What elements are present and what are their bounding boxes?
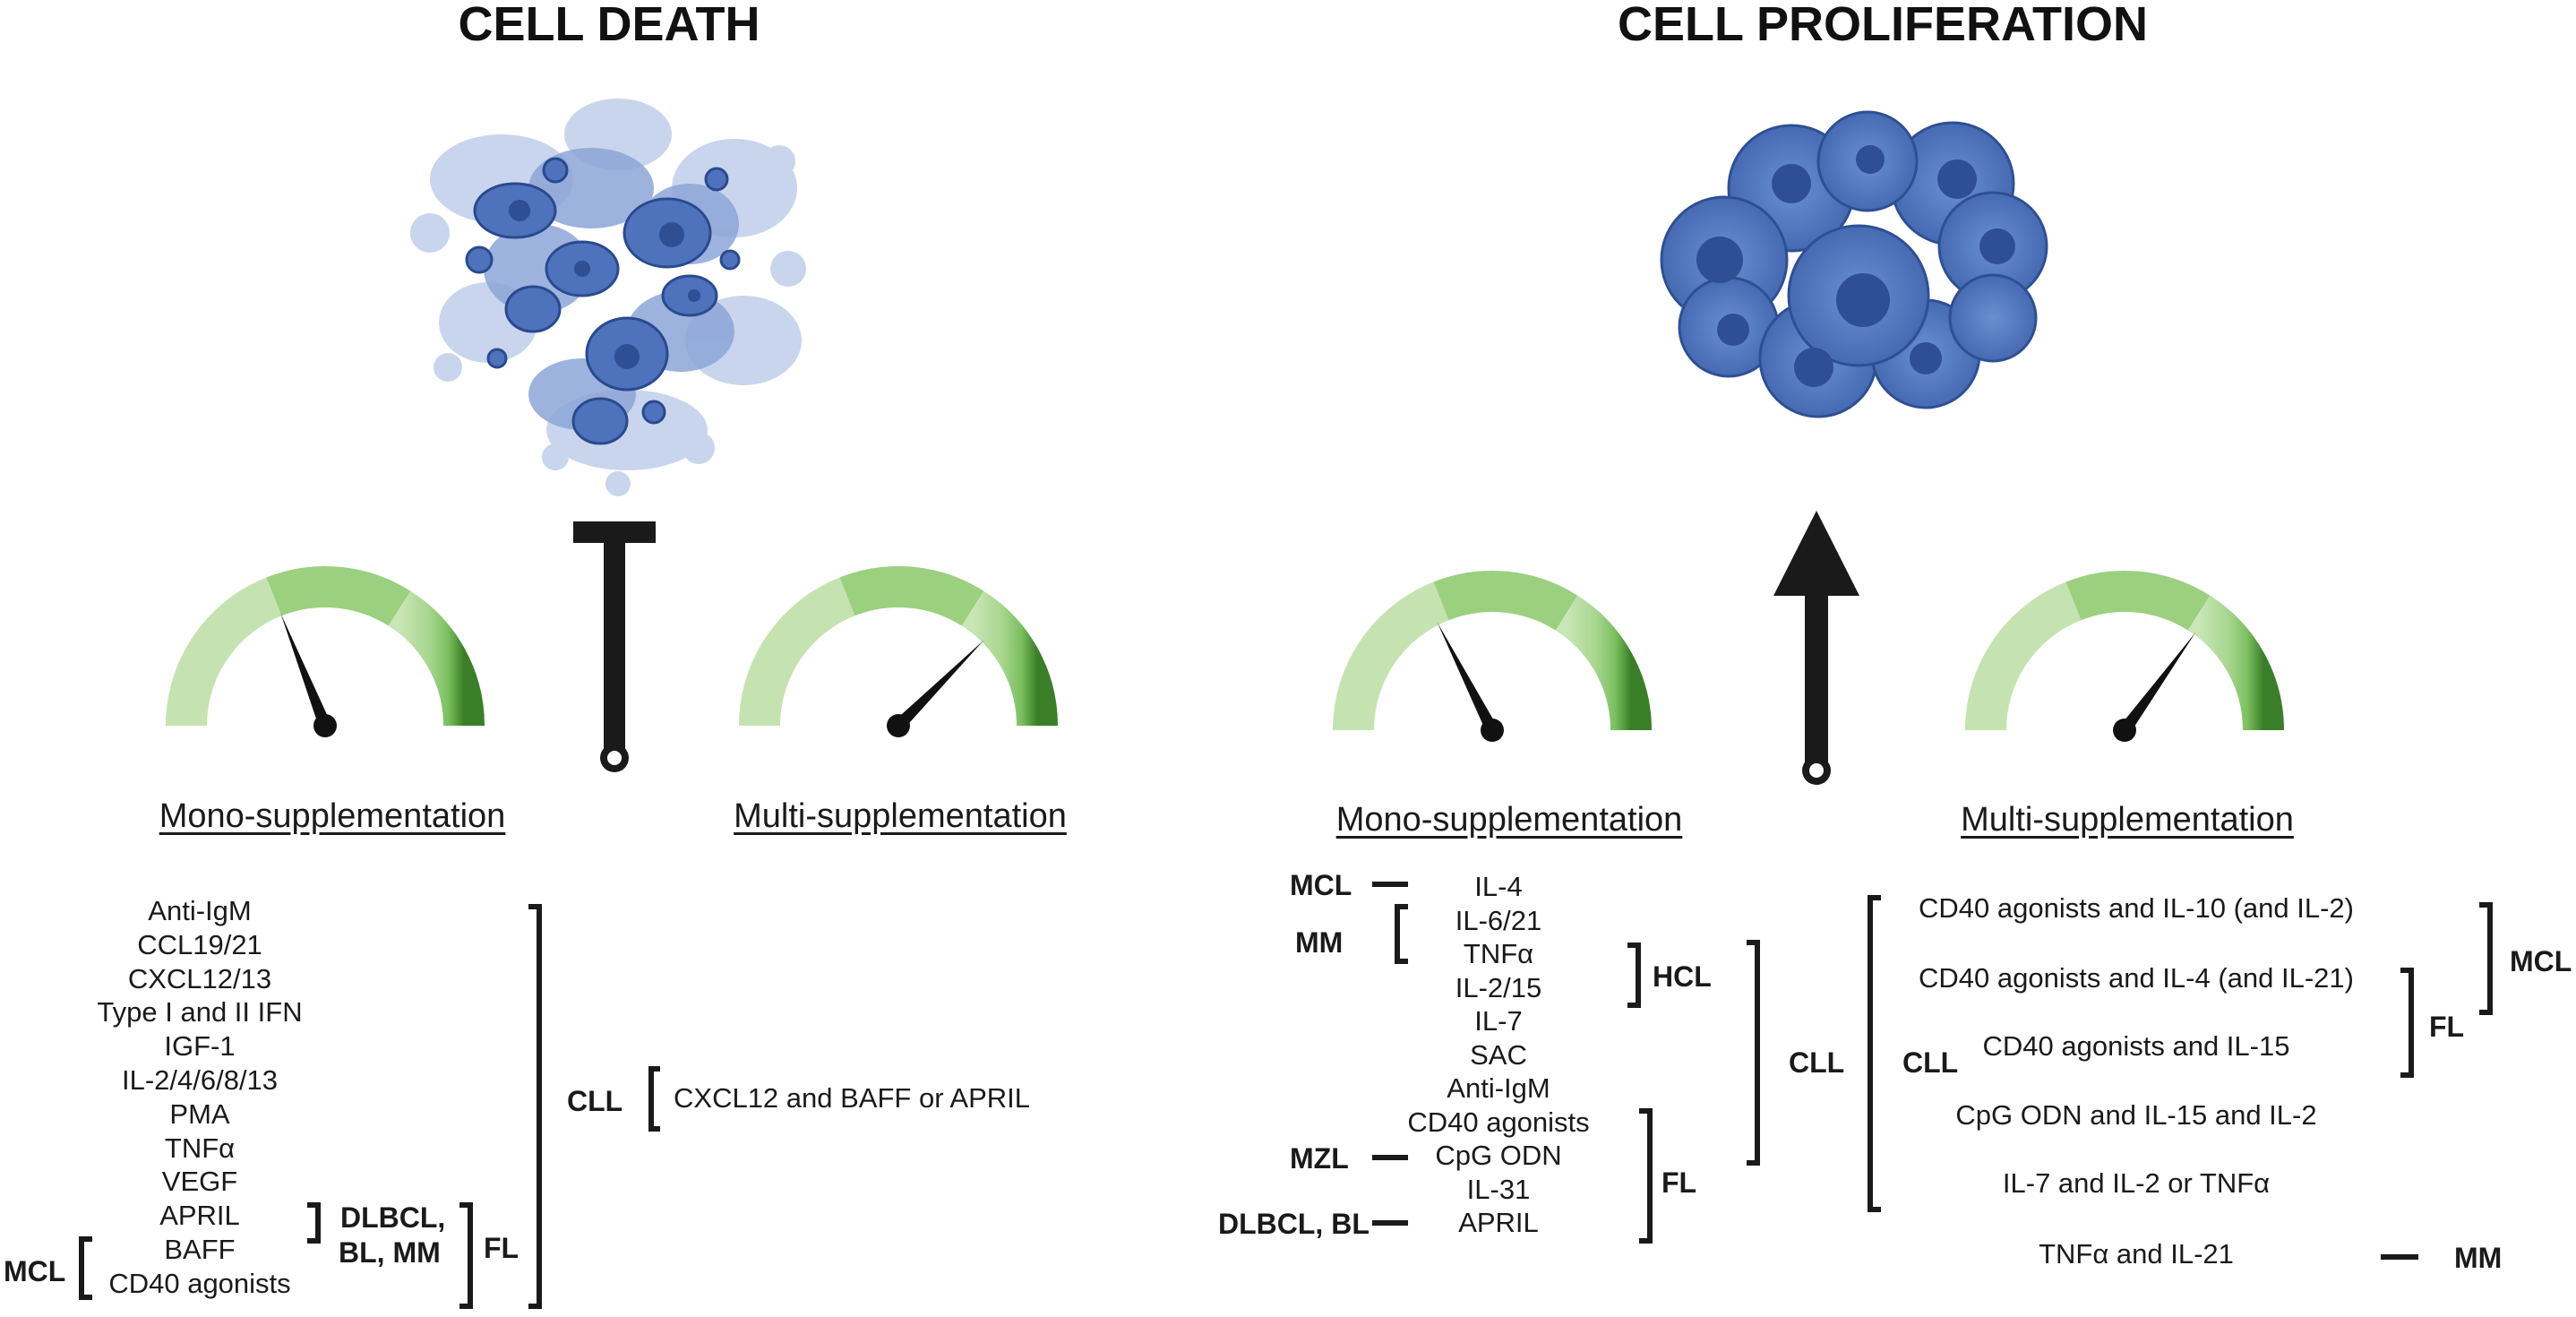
death-mono-item: Anti-IgM — [148, 895, 252, 926]
gauge-segment — [1333, 581, 1449, 731]
gauge-hub — [2113, 719, 2136, 742]
death-mono-item: PMA — [169, 1098, 230, 1130]
bracket-death-cll — [528, 904, 542, 1309]
prolif-multi-item: CD40 agonists and IL-4 (and IL-21) — [1919, 962, 2354, 994]
gauge-needle — [894, 640, 984, 730]
prolif-mono-item: IL-2/15 — [1455, 971, 1542, 1003]
death-mono-item: BAFF — [164, 1234, 236, 1265]
bracket-prolif-multi-cll — [1868, 895, 1881, 1212]
bracket-death-multi-cll — [648, 1066, 660, 1132]
prolif-multi-item: IL-7 and IL-2 or TNFα — [2002, 1167, 2271, 1199]
gauge-needle — [280, 613, 331, 728]
inhibition-bar-icon — [573, 521, 656, 772]
prolif-mono-item: IL-31 — [1466, 1173, 1531, 1205]
prolif-multi-item: CD40 agonists and IL-10 (and IL-2) — [1919, 892, 2354, 924]
label-prolif-cll: CLL — [1789, 1046, 1845, 1079]
death-mono-item: CD40 agonists — [108, 1267, 291, 1299]
heading-death-mono: Mono-supplementation — [159, 797, 506, 835]
gauge-needle — [1437, 622, 1498, 734]
gauge-hub — [887, 714, 910, 737]
gauge-segment — [266, 566, 411, 626]
gauge-segment — [961, 590, 1058, 727]
gauge-hub — [313, 714, 337, 737]
prolif-multi-item: TNFα and IL-21 — [2039, 1238, 2234, 1270]
death-mono-item: CXCL12/13 — [127, 962, 272, 994]
label-prolif-multi-cll: CLL — [1902, 1046, 1959, 1079]
heading-death-multi: Multi-supplementation — [734, 797, 1067, 835]
gauge-segment — [839, 566, 984, 626]
death-mono-item: IGF-1 — [164, 1030, 236, 1063]
death-mono-item: VEGF — [161, 1166, 238, 1198]
prolif-mono-item: IL-7 — [1474, 1005, 1523, 1037]
gauge-segment — [739, 577, 855, 727]
prolif-mono-item: Anti-IgM — [1447, 1072, 1550, 1104]
bracket-death-dlbcl — [307, 1202, 321, 1244]
bracket-prolif-multi-mcl — [2479, 902, 2493, 1015]
label-death-dlbcl-2: BL, MM — [339, 1236, 441, 1269]
label-death-cll: CLL — [567, 1085, 623, 1117]
death-mono-item: APRIL — [159, 1200, 240, 1232]
gauge-hub — [1481, 719, 1504, 742]
dying-cells-icon — [410, 99, 806, 496]
label-prolif-mzl: MZL — [1290, 1142, 1349, 1175]
proliferating-cells-icon — [1660, 110, 2048, 418]
title-cell-death: CELL DEATH — [458, 0, 760, 51]
label-prolif-multi-fl: FL — [2429, 1011, 2465, 1043]
label-death-mcl: MCL — [4, 1255, 66, 1287]
up-arrow-icon — [1773, 511, 1859, 785]
bracket-death-mcl — [79, 1236, 92, 1300]
label-death-dlbcl-1: DLBCL, — [340, 1201, 446, 1234]
gauge-segment — [2065, 571, 2211, 631]
label-prolif-mm: MM — [1295, 926, 1344, 959]
gauge-segment — [166, 577, 282, 727]
prolif-multi-gauge — [1965, 571, 2284, 742]
prolif-multi-item: CD40 agonists and IL-15 — [1982, 1030, 2290, 1062]
death-multi-item: CXCL12 and BAFF or APRIL — [674, 1082, 1031, 1114]
bracket-prolif-hcl — [1627, 943, 1641, 1008]
death-multi-gauge — [739, 566, 1058, 737]
label-prolif-mcl: MCL — [1290, 869, 1352, 901]
death-mono-item: TNFα — [164, 1132, 236, 1164]
bracket-prolif-multi-fl — [2400, 968, 2414, 1078]
label-prolif-dlbcl: DLBCL, BL — [1218, 1208, 1370, 1240]
prolif-multi-item: CpG ODN and IL-15 and IL-2 — [1955, 1099, 2317, 1131]
prolif-mono-item: CpG ODN — [1435, 1140, 1562, 1171]
gauge-segment — [1433, 571, 1578, 631]
bracket-prolif-cll — [1747, 940, 1760, 1166]
heading-prolif-multi: Multi-supplementation — [1961, 801, 2294, 839]
gauge-segment — [2187, 595, 2284, 731]
heading-prolif-mono: Mono-supplementation — [1335, 801, 1683, 839]
prolif-mono-item: SAC — [1470, 1038, 1527, 1071]
prolif-mono-item: IL-4 — [1474, 871, 1523, 902]
prolif-mono-item: TNFα — [1463, 938, 1534, 969]
label-death-fl: FL — [484, 1232, 519, 1264]
bracket-death-fl — [459, 1202, 473, 1309]
gauge-needle — [2119, 632, 2196, 735]
prolif-mono-item: CD40 agonists — [1407, 1106, 1590, 1138]
death-mono-item: Type I and II IFN — [97, 996, 303, 1029]
label-prolif-multi-mcl: MCL — [2510, 945, 2572, 977]
death-mono-item: CCL19/21 — [137, 928, 262, 960]
bracket-prolif-fl — [1639, 1108, 1653, 1244]
prolif-mono-gauge — [1333, 571, 1652, 742]
gauge-segment — [388, 590, 485, 727]
label-prolif-multi-mm: MM — [2454, 1242, 2503, 1274]
prolif-mono-item: IL-6/21 — [1455, 904, 1542, 936]
brackets — [79, 882, 2493, 1309]
death-mono-gauge — [166, 566, 485, 737]
label-prolif-hcl: HCL — [1653, 960, 1712, 993]
title-cell-proliferation: CELL PROLIFERATION — [1618, 0, 2148, 51]
gauge-segment — [1555, 595, 1652, 731]
gauge-segment — [1965, 581, 2082, 731]
prolif-mono-item: APRIL — [1458, 1207, 1539, 1238]
bracket-prolif-mm — [1395, 904, 1408, 964]
death-mono-item: IL-2/4/6/8/13 — [121, 1064, 279, 1096]
label-prolif-fl: FL — [1662, 1166, 1697, 1199]
